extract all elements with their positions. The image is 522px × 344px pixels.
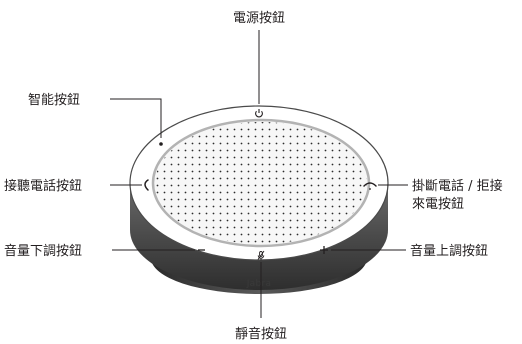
brand-label: Jabra (246, 279, 272, 289)
leader-lines (110, 30, 408, 318)
label-smart-button: 智能按鈕 (28, 93, 80, 108)
label-answer-call-button: 接聽電話按鈕 (4, 178, 82, 194)
leader-smart (110, 98, 162, 138)
mic-mute-icon (257, 250, 265, 261)
phone-answer-icon (144, 179, 149, 191)
end-call-button[interactable] (363, 182, 377, 190)
phone-end-icon (363, 182, 377, 187)
power-button[interactable] (255, 109, 263, 118)
speakerphone: Jabra (129, 105, 389, 294)
label-power-button: 電源按鈕 (233, 11, 285, 26)
speaker-grille (155, 122, 367, 244)
label-volume-up-button: 音量上調按鈕 (410, 243, 488, 259)
mute-button[interactable] (257, 250, 265, 261)
answer-call-button[interactable] (144, 179, 149, 191)
volume-up-button[interactable] (320, 246, 328, 254)
label-volume-down-button: 音量下調按鈕 (4, 243, 82, 259)
label-mute-button: 靜音按鈕 (235, 326, 287, 342)
label-end-call-line2: 來電按鈕 (412, 197, 464, 212)
smart-dot-icon (159, 142, 163, 146)
power-icon (255, 109, 263, 118)
label-end-call-line1: 掛斷電話 / 拒接 (412, 178, 503, 194)
plus-icon (320, 246, 328, 254)
smart-button[interactable] (159, 142, 163, 146)
